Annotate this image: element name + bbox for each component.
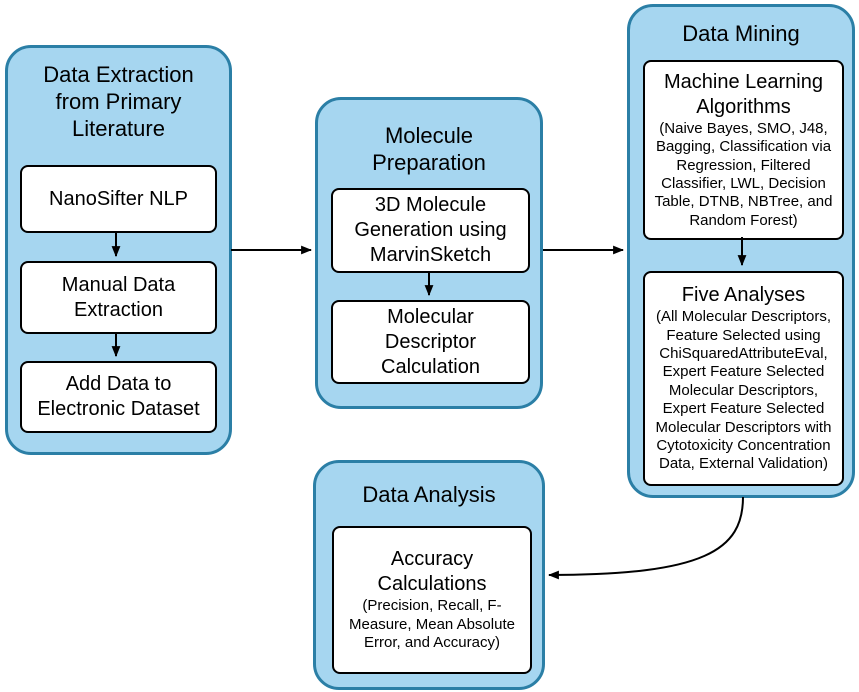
step-box-accuracy-calculations: Accuracy Calculations (Precision, Recall… [332, 526, 532, 674]
step-label-nanosifter-nlp: NanoSifter NLP [49, 187, 188, 210]
step-box-add-data-to-dataset: Add Data to Electronic Dataset [20, 361, 217, 433]
step-box-manual-data-extraction: Manual Data Extraction [20, 261, 217, 334]
step-heading-machine-learning-algorithms: Machine Learning Algorithms [664, 70, 823, 118]
arrow-mining-to-analysis [547, 496, 744, 580]
step-label-manual-data-extraction: Manual Data Extraction [61, 273, 176, 321]
panel-molecule-preparation: Molecule Preparation 3D Molecule Generat… [315, 97, 543, 409]
step-label-3d-molecule-generation: 3D Molecule Generation using MarvinSketc… [354, 194, 507, 266]
step-box-3d-molecule-generation: 3D Molecule Generation using MarvinSketc… [331, 188, 530, 273]
step-heading-accuracy-calculations: Accuracy Calculations [377, 548, 487, 596]
panel-data-mining: Data Mining Machine Learning Algorithms … [627, 4, 855, 498]
step-detail-accuracy-calculations: (Precision, Recall, F-Measure, Mean Abso… [349, 597, 515, 652]
step-box-five-analyses: Five Analyses (All Molecular Descriptors… [643, 271, 844, 486]
step-box-molecular-descriptor-calculation: Molecular Descriptor Calculation [331, 300, 530, 384]
step-box-nanosifter-nlp: NanoSifter NLP [20, 165, 217, 233]
panel-title-data-extraction: Data Extraction from Primary Literature [43, 62, 194, 141]
step-box-machine-learning-algorithms: Machine Learning Algorithms (Naive Bayes… [643, 60, 844, 240]
panel-title-data-analysis: Data Analysis [362, 482, 496, 507]
step-label-molecular-descriptor-calculation: Molecular Descriptor Calculation [381, 305, 480, 378]
panel-data-extraction: Data Extraction from Primary Literature … [5, 45, 232, 455]
panel-title-data-mining: Data Mining [682, 21, 800, 46]
panel-title-molecule-preparation: Molecule Preparation [372, 123, 486, 175]
step-label-add-data-to-dataset: Add Data to Electronic Dataset [37, 373, 200, 420]
step-heading-five-analyses: Five Analyses [681, 284, 806, 307]
step-detail-five-analyses: (All Molecular Descriptors, Feature Sele… [655, 308, 832, 473]
step-detail-machine-learning-algorithms: (Naive Bayes, SMO, J48, Bagging, Classif… [654, 119, 833, 229]
panel-data-analysis: Data Analysis Accuracy Calculations (Pre… [313, 460, 545, 690]
